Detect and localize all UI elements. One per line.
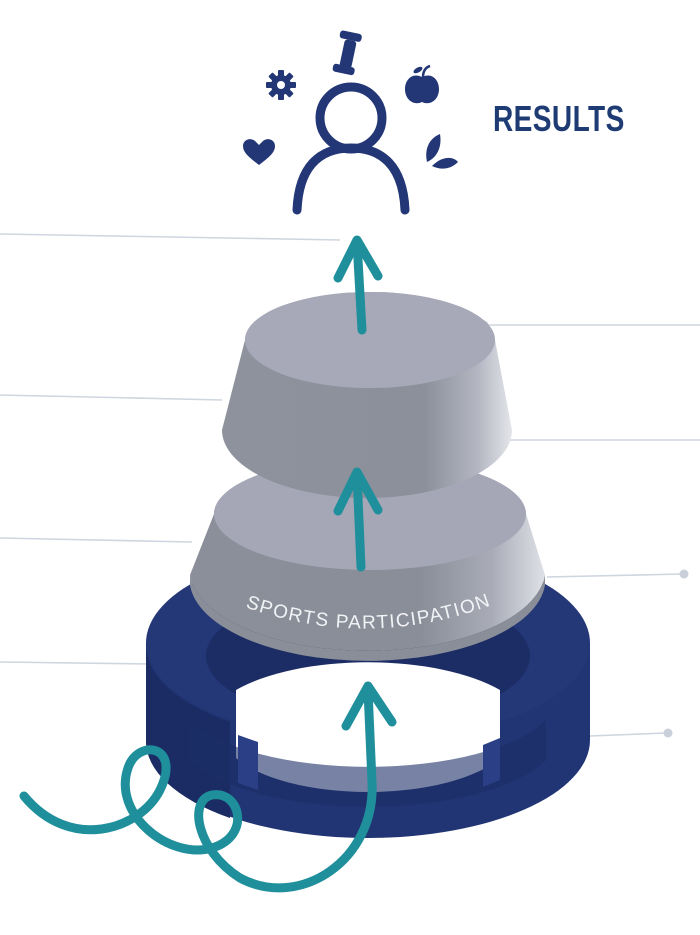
- apple-icon: [405, 64, 439, 104]
- connector-line-8: [589, 732, 667, 737]
- results-title: RESULTS: [493, 98, 625, 139]
- connector-dot-2: [679, 569, 689, 579]
- ring-gap-right: [483, 738, 500, 787]
- tier-top-face: [245, 292, 495, 388]
- connector-line-7: [0, 661, 151, 665]
- arrow-up-top: [333, 235, 383, 335]
- connector-lines: [0, 233, 700, 737]
- ring-gap-left: [238, 735, 258, 790]
- results-icons: [243, 30, 458, 215]
- arrow-spiral-base: [19, 681, 397, 893]
- heart-icon: [243, 139, 275, 165]
- leaf-icon: [426, 134, 458, 169]
- connector-line-1: [0, 233, 341, 241]
- connector-line-3: [0, 394, 223, 401]
- tier-top: [222, 292, 512, 498]
- growth-arrows: [19, 235, 397, 893]
- connector-line-5: [0, 537, 193, 543]
- ring-front-wall: [190, 720, 546, 807]
- connector-dot-3: [663, 728, 673, 738]
- gear-icon: [266, 70, 296, 100]
- arrow-up-middle: [333, 467, 383, 572]
- dumbbell-icon: [332, 30, 362, 76]
- person-icon: [292, 82, 410, 215]
- connector-line-6: [546, 573, 683, 578]
